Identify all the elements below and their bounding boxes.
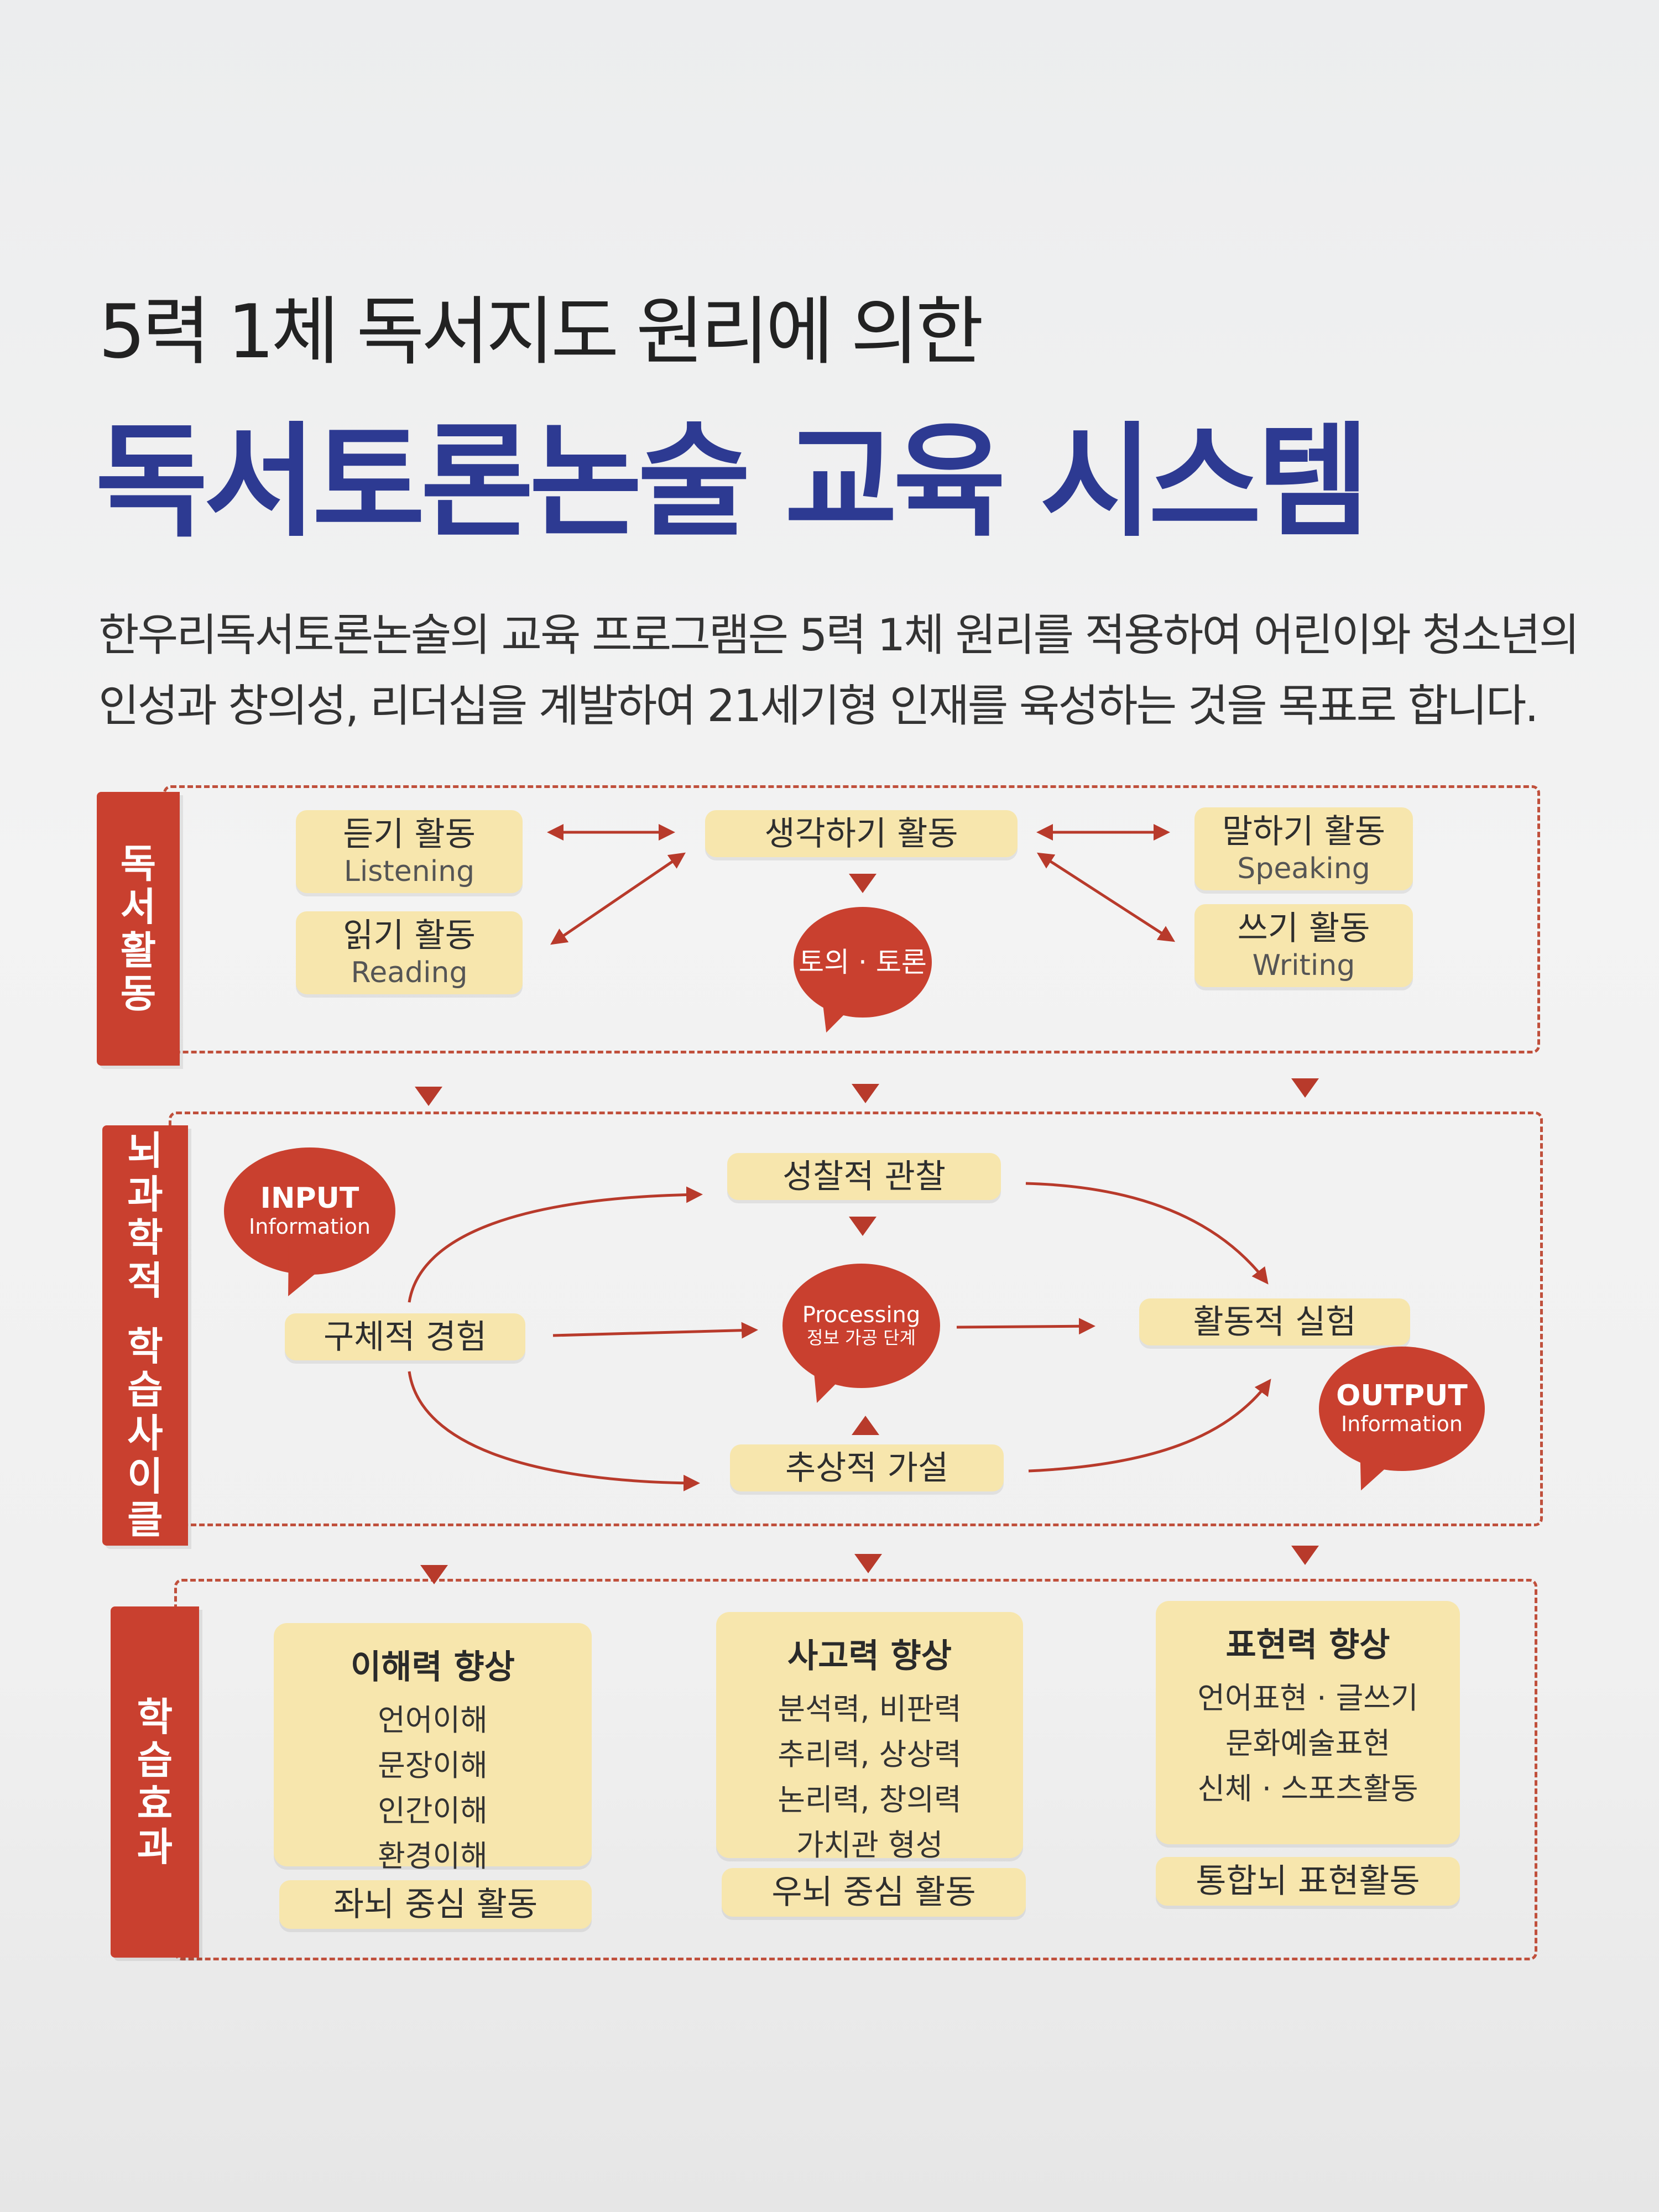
bubble-input: INPUT Information: [224, 1147, 395, 1275]
node-speaking: 말하기 활동 Speaking: [1194, 807, 1413, 890]
intro-line-1: 한우리독서토론논술의 교육 프로그램은 5력 1체 원리를 적용하여 어린이와 …: [98, 609, 1580, 661]
section-tab-learning-effect: 학 습 효 과: [111, 1606, 199, 1958]
node-reading: 읽기 활동 Reading: [296, 911, 523, 994]
section-tab-brain-cycle: 뇌 과 학 적 학 습 사 이 클: [102, 1125, 188, 1546]
node-active-experimentation: 활동적 실험: [1139, 1298, 1410, 1345]
card-thinking-skill: 사고력 향상 분석력, 비판력 추리력, 상상력 논리력, 창의력 가치관 형성: [716, 1612, 1023, 1863]
intro-text: 한우리독서토론논술의 교육 프로그램은 5력 1체 원리를 적용하여 어린이와 …: [98, 600, 1580, 742]
bubble-discussion: 토의 · 토론: [794, 907, 932, 1018]
label-left-brain: 좌뇌 중심 활동: [279, 1880, 592, 1929]
node-reflective-observation: 성찰적 관찰: [727, 1153, 1001, 1200]
label-right-brain: 우뇌 중심 활동: [722, 1868, 1026, 1917]
intro-line-2: 인성과 창의성, 리더십을 계발하여 21세기형 인재를 육성하는 것을 목표로…: [98, 680, 1539, 732]
bubble-output: OUTPUT Information: [1319, 1347, 1485, 1471]
card-comprehension: 이해력 향상 언어이해 문장이해 인간이해 환경이해: [274, 1623, 592, 1874]
label-integrated-brain: 통합뇌 표현활동: [1156, 1857, 1460, 1906]
node-concrete-experience: 구체적 경험: [285, 1313, 525, 1360]
bubble-processing: Processing 정보 가공 단계: [782, 1264, 940, 1388]
section-tab-reading-activity: 독 서 활 동: [97, 792, 180, 1066]
card-expression: 표현력 향상 언어표현 · 글쓰기 문화예술표현 신체 · 스포츠활동: [1156, 1601, 1460, 1844]
subtitle: 5력 1체 독서지도 원리에 의한: [98, 289, 984, 375]
node-writing: 쓰기 활동 Writing: [1194, 904, 1413, 987]
page-title: 독서토론논술 교육 시스템: [95, 411, 1370, 554]
node-listening: 듣기 활동 Listening: [296, 810, 523, 893]
node-thinking: 생각하기 활동: [705, 810, 1018, 857]
node-abstract-hypothesis: 추상적 가설: [730, 1444, 1004, 1491]
